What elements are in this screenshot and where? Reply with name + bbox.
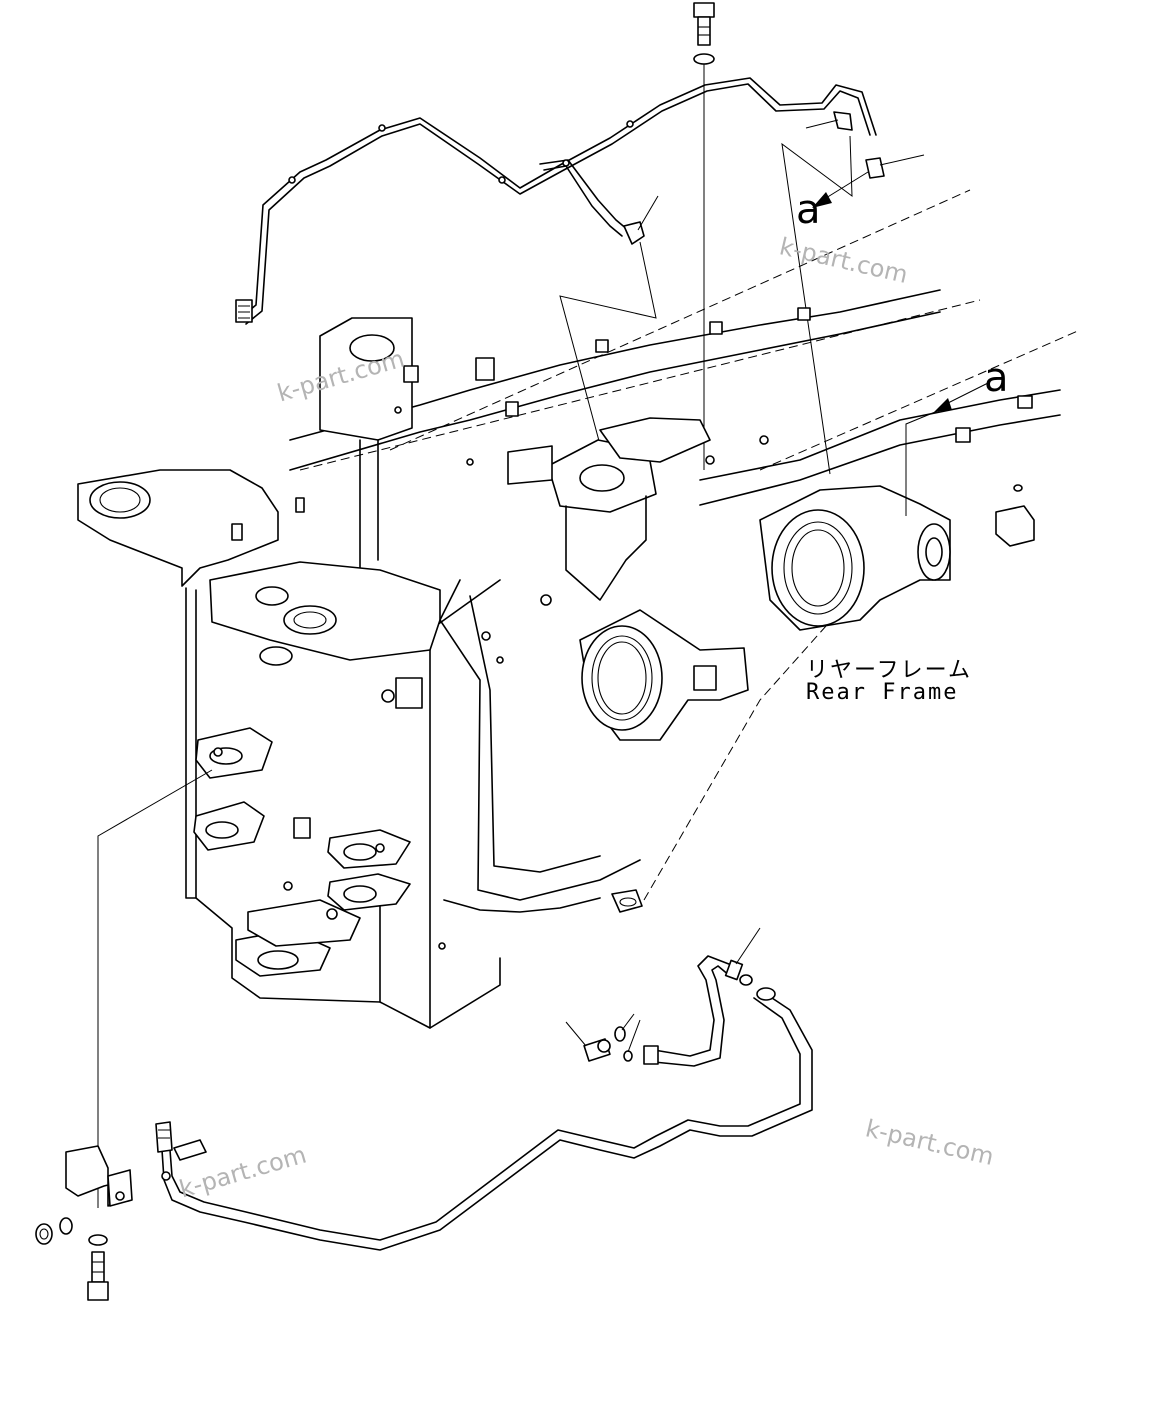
lower-tube xyxy=(155,987,813,1251)
lower-washer-3 xyxy=(88,1234,108,1246)
right-hub xyxy=(759,485,951,631)
callout-a-upper: a xyxy=(796,187,821,233)
callout-a-right: a xyxy=(984,355,1009,401)
lower-washer-1 xyxy=(35,1223,53,1245)
rear-frame-label-en: Rear Frame xyxy=(806,680,959,705)
hose xyxy=(643,955,753,1067)
switch-fitting xyxy=(565,1021,611,1062)
rear-frame-label-jp: リヤーフレーム xyxy=(806,658,973,683)
center-hub xyxy=(579,609,749,741)
small-seal xyxy=(623,1050,633,1062)
top-bolt xyxy=(693,2,715,46)
o-ring xyxy=(614,1026,626,1042)
elbow-fitting-right xyxy=(805,111,925,179)
bottom-bolt xyxy=(87,1251,109,1301)
top-washer xyxy=(693,53,715,65)
rear-frame xyxy=(77,189,1081,1208)
lower-washer-2 xyxy=(59,1217,73,1235)
tube-end-fitting xyxy=(161,1139,207,1181)
elbow-fitting-left xyxy=(623,195,659,245)
mounting-bracket xyxy=(65,1145,133,1207)
upper-brake-tube xyxy=(235,77,877,325)
